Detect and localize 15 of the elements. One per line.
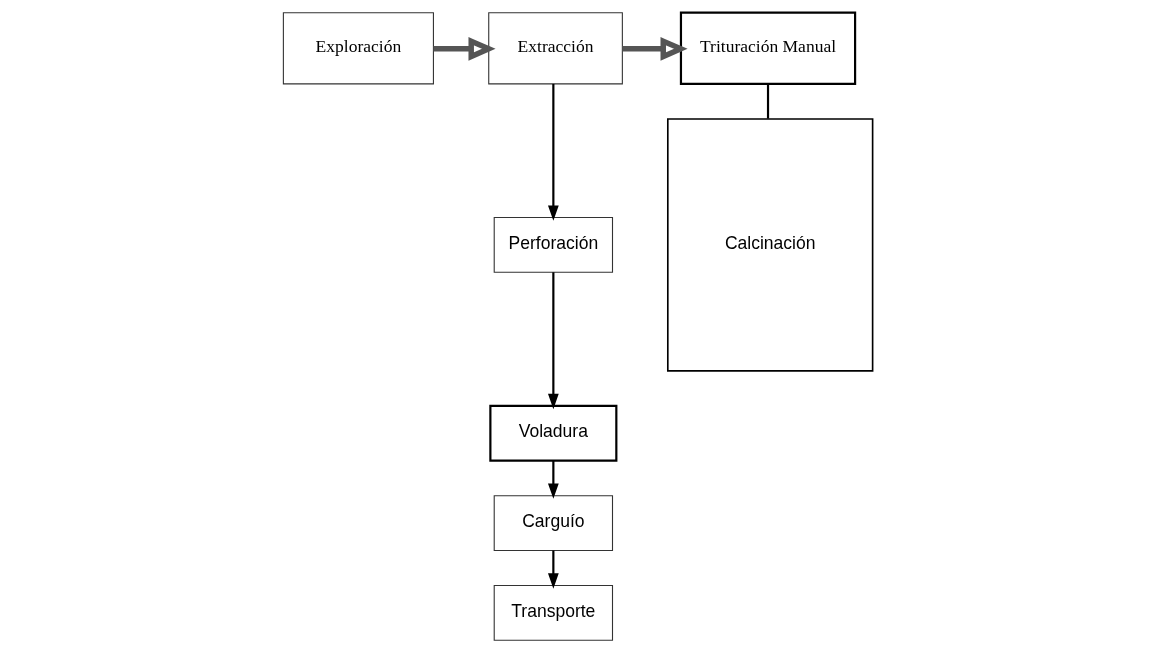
arrow <box>547 460 559 499</box>
node-box: Perforación <box>493 216 613 273</box>
connector <box>766 83 769 119</box>
node-box: Voladura <box>488 404 617 462</box>
arrow <box>433 37 496 61</box>
arrow <box>622 37 688 61</box>
node-box: Carguío <box>493 495 613 552</box>
arrow <box>547 83 559 221</box>
node-box: Transporte <box>493 584 613 641</box>
arrow <box>547 550 559 589</box>
node-box: Calcinación <box>666 118 873 372</box>
node-box: Trituración Manual <box>679 11 856 85</box>
arrow <box>547 272 559 410</box>
node-box: Exploración <box>282 12 434 85</box>
node-box: Extracción <box>487 12 623 85</box>
